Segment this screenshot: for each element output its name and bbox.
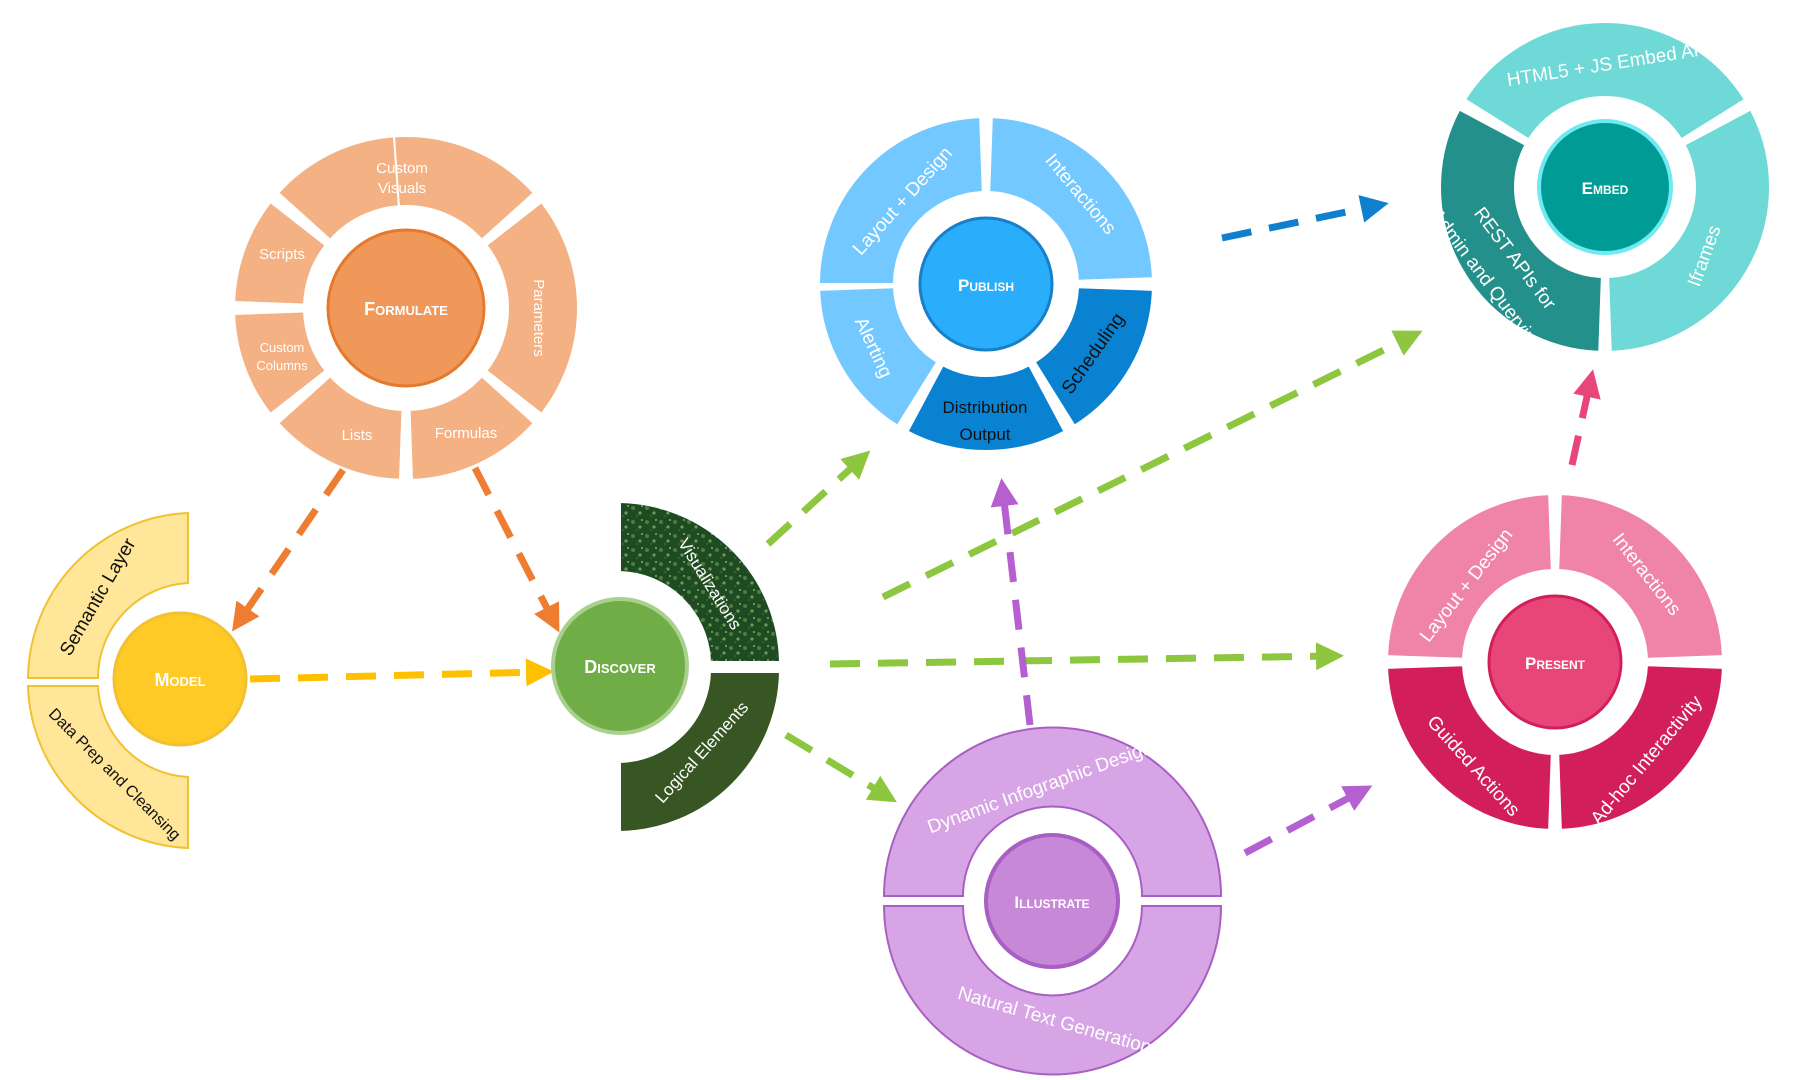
arrow-illustrate-to-publish [990, 478, 1034, 726]
arrow-model-to-discover [249, 658, 554, 687]
arrow-discover-to-illustrate [784, 732, 897, 803]
model-hub-label: Model [154, 670, 205, 690]
present-group: Layout + Design Interactions Ad-hoc Inte… [1386, 493, 1724, 831]
illustrate-group: Dynamic Infographic Designer Natural Tex… [882, 726, 1223, 1076]
formulate-segment-label: Columns [256, 358, 308, 373]
publish-segment-label: Output [959, 425, 1010, 444]
embed-hub-label: Embed [1582, 179, 1629, 198]
present-segment-2 [1557, 493, 1724, 660]
formulate-segment-6 [233, 200, 328, 306]
model-segment-data-prep [26, 685, 189, 850]
publish-segment-label: Distribution [942, 398, 1027, 417]
arrow-discover-to-publish [765, 450, 871, 547]
discover-hub-label: Discover [584, 657, 656, 677]
formulate-segment-label: Formulas [435, 425, 498, 442]
arrow-discover-to-present [829, 642, 1344, 671]
arrow-illustrate-to-present [1243, 785, 1373, 857]
formulate-segment-label: Parameters [530, 279, 547, 357]
publish-hub-label: Publish [958, 276, 1014, 295]
illustrate-hub-label: Illustrate [1014, 893, 1089, 912]
formulate-group: Custom Visuals Parameters Formulas Lists… [233, 135, 579, 481]
formulate-segment-7 [276, 135, 400, 242]
present-segment-3 [1557, 664, 1724, 831]
embed-hub [1537, 119, 1673, 255]
present-segment-4 [1386, 664, 1553, 831]
publish-ring [817, 116, 1154, 452]
publish-segment-4 [906, 363, 1066, 452]
publish-segment-3 [1033, 286, 1154, 428]
illustrate-hub [984, 833, 1120, 969]
arrow-publish-to-embed [1221, 195, 1389, 242]
model-hub [112, 611, 248, 747]
formulate-segment-2 [484, 200, 579, 416]
publish-group: Layout + Design Interactions Scheduling … [817, 116, 1154, 452]
embed-segment-3 [1439, 108, 1603, 353]
formulate-segment-3 [408, 374, 536, 481]
formulate-segment-4 [276, 374, 404, 481]
arrow-formulate-to-model [232, 468, 346, 632]
discover-segment-logical-elements [619, 671, 782, 834]
model-segment-semantic-layer [26, 511, 189, 679]
discover-group: Visualizations Logical Elements Discover [551, 500, 782, 834]
formulate-segment-label: Scripts [259, 246, 305, 263]
publish-segment-1 [817, 116, 984, 285]
formulate-segment-label: Visuals [378, 180, 426, 197]
illustrate-segment-bottom [882, 905, 1223, 1076]
publish-segment-2 [988, 116, 1154, 282]
model-group: Semantic Layer Data Prep and Cleansing M… [26, 511, 248, 850]
formulate-segment-label: Custom [260, 340, 305, 355]
discover-hub [551, 597, 689, 735]
formulate-hub [326, 228, 486, 388]
connectors [232, 195, 1601, 857]
formulate-segment-label: Lists [342, 427, 373, 444]
arrow-formulate-to-discover [471, 466, 560, 633]
embed-segment-2 [1607, 108, 1771, 353]
arrow-present-to-embed [1568, 369, 1601, 466]
embed-segment-1 [1463, 20, 1747, 141]
embed-ring [1439, 20, 1771, 353]
embed-group: HTML5 + JS Embed API Iframes REST APIs f… [1426, 20, 1771, 356]
present-hub-label: Present [1525, 654, 1586, 673]
formulate-segment-label: Custom [376, 160, 428, 177]
present-hub [1487, 594, 1623, 730]
present-segment-1 [1386, 493, 1553, 660]
illustrate-segment-top [882, 726, 1223, 897]
formulate-hub-label: Formulate [364, 299, 448, 319]
present-ring [1386, 493, 1724, 831]
arrow-discover-to-embed [881, 330, 1423, 601]
discover-segment-visualizations [619, 500, 782, 663]
publish-segment-5 [818, 286, 939, 428]
publish-hub [918, 216, 1054, 352]
formulate-ring [233, 135, 579, 481]
formulate-segment-5 [233, 310, 328, 416]
